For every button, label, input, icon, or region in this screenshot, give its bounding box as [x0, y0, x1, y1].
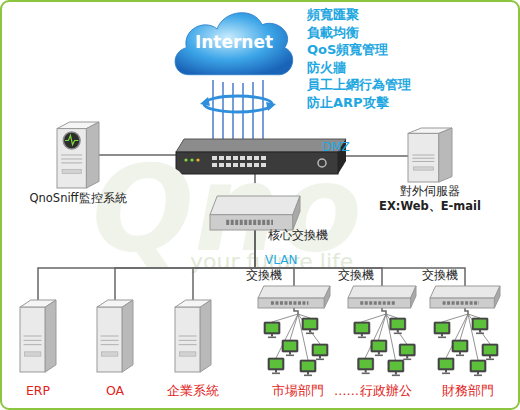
rotation-arrow: [200, 96, 276, 112]
switch-icon: [348, 286, 416, 308]
pc-icon: [472, 318, 488, 334]
pc-icon: [388, 360, 404, 376]
node-label: 市場部門: [272, 384, 324, 398]
department-pcs: 市場部門: [262, 314, 334, 378]
zone-label: DMZ: [322, 141, 350, 155]
network-link: [294, 308, 298, 314]
node-label: ERP: [26, 384, 50, 398]
pc-icon: [399, 344, 415, 360]
app-server: OA: [97, 300, 133, 372]
node-label: 財務部門: [442, 384, 494, 398]
pc-icon: [482, 344, 498, 360]
node-label: 交換機: [338, 269, 374, 282]
node-shape: [175, 300, 211, 372]
node-label: 交換機: [422, 269, 458, 282]
pc-icon: [312, 344, 328, 360]
access-switch: 交換機: [258, 286, 330, 308]
pc-group: [264, 314, 328, 376]
node-label: 交換機: [246, 269, 282, 282]
node-shape: [430, 286, 500, 308]
node-label: 企業系統: [167, 384, 219, 398]
server-icon: [57, 122, 99, 188]
node-shape: [432, 314, 504, 378]
pc-group: [434, 314, 498, 376]
node-shape: [352, 314, 420, 378]
node-label: Internet: [170, 33, 298, 53]
pc-icon: [268, 358, 284, 374]
node-shape: [258, 286, 330, 308]
node-label: OA: [106, 384, 124, 398]
zone-label: VLAN: [265, 254, 297, 268]
switch-icon: [430, 286, 500, 308]
node-label: 核心交換機: [268, 229, 328, 242]
feature-item: 防止ARP攻擊: [307, 96, 389, 111]
access-switch: 交換機: [348, 286, 416, 308]
pc-icon: [358, 358, 374, 374]
pc-icon: [371, 340, 387, 356]
node-label: 對外伺服器: [400, 185, 460, 198]
pc-icon: [300, 360, 316, 376]
node-shape: [210, 196, 300, 230]
pc-icon: [452, 340, 468, 356]
pc-icon: [390, 318, 406, 334]
network-link: [382, 308, 386, 314]
feature-item: 頻寬匯聚: [307, 8, 359, 23]
server-icon: [408, 128, 452, 182]
feature-item: 防火牆: [307, 61, 346, 76]
department-pcs: 財務部門: [432, 314, 504, 378]
pc-icon: [470, 360, 486, 376]
node-shape: [97, 300, 133, 372]
node-shape: [408, 128, 452, 182]
pc-group: [354, 314, 415, 376]
pc-icon: [434, 322, 450, 338]
node-shape: [57, 122, 99, 188]
pc-icon: [264, 322, 280, 338]
app-server: ERP: [20, 300, 56, 372]
network-link: [465, 308, 468, 314]
switch-icon: [210, 196, 300, 230]
dmz-server: 對外伺服器EX:Web、E-mail: [408, 128, 452, 182]
server-icon: [20, 300, 56, 372]
node-label: EX:Web、E-mail: [379, 200, 481, 213]
ellipsis-label: ………: [334, 384, 372, 398]
pc-icon: [438, 358, 454, 374]
feature-item: 員工上網行為管理: [307, 78, 411, 93]
server-icon: [97, 300, 133, 372]
department-pcs: 行政辦公: [352, 314, 420, 378]
node-shape: [348, 286, 416, 308]
core-switch: 核心交換機: [210, 196, 300, 230]
node-label: QnoSniff監控系統: [29, 192, 126, 205]
feature-item: 負載均衡: [307, 26, 359, 41]
switch-icon: [258, 286, 330, 308]
node-shape: [20, 300, 56, 372]
server-icon: [175, 300, 211, 372]
feature-item: QoS頻寬管理: [307, 43, 388, 58]
app-server: 企業系統: [175, 300, 211, 372]
internet-cloud: Internet: [170, 4, 298, 82]
node-shape: [262, 314, 334, 378]
access-switch: 交換機: [430, 286, 500, 308]
pc-icon: [354, 322, 370, 338]
pc-icon: [302, 318, 318, 334]
monitor-server: QnoSniff監控系統: [57, 122, 99, 188]
pc-icon: [282, 340, 298, 356]
